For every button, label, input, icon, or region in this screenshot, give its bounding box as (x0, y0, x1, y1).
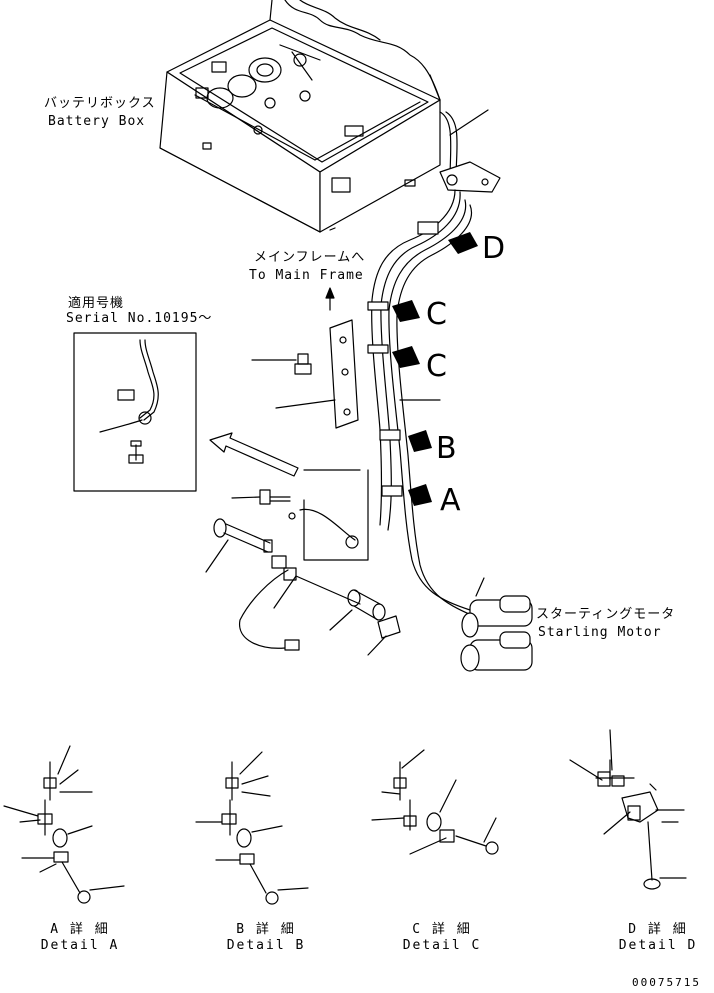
battery-box-label-en: Battery Box (48, 114, 146, 129)
detail-c-title-en: Detail C (402, 938, 482, 953)
view-marker-b: B (436, 431, 457, 466)
drawing-number: 00075715 (632, 976, 701, 989)
starting-motor-label-jp: スターティングモータ (536, 607, 676, 622)
detail-b-title-en: Detail B (226, 938, 306, 953)
detail-c-drawing (371, 749, 499, 855)
detail-a-title-en: Detail A (40, 938, 120, 953)
frame-bracket (251, 287, 359, 429)
detail-a-drawing (3, 745, 125, 904)
detail-b-drawing (195, 751, 309, 905)
view-marker-a: A (440, 483, 461, 518)
pointer-arrow (209, 432, 299, 477)
serial-inset (73, 332, 197, 492)
serial-label-en: Serial No.10195～ (66, 311, 213, 326)
view-arrows (392, 232, 478, 506)
view-marker-d: D (482, 231, 506, 266)
detail-d-title-en: Detail D (618, 938, 698, 953)
detail-a-title-jp: A 詳 細 (50, 922, 110, 937)
detail-d-title-jp: D 詳 細 (628, 922, 688, 937)
detail-c-caption: C 詳 細 Detail C (392, 922, 492, 954)
wiring-harness (367, 109, 501, 619)
main-frame-label-jp: メインフレームへ (254, 250, 366, 265)
view-marker-c-1: C (426, 297, 447, 332)
detail-d-caption: D 詳 細 Detail D (608, 922, 708, 954)
main-frame-label-en: To Main Frame (249, 268, 364, 283)
starting-motor (460, 577, 533, 672)
view-marker-c-2: C (426, 349, 447, 384)
detail-b-caption: B 詳 細 Detail B (216, 922, 316, 954)
starting-motor-label-en: Starling Motor (538, 625, 662, 640)
exploded-parts (205, 469, 401, 656)
detail-b-title-jp: B 詳 細 (236, 922, 296, 937)
serial-label-jp: 適用号機 (68, 296, 125, 311)
detail-c-title-jp: C 詳 細 (412, 922, 472, 937)
detail-d-drawing (569, 729, 687, 890)
battery-box (159, 0, 441, 233)
detail-a-caption: A 詳 細 Detail A (30, 922, 130, 954)
battery-box-label-jp: バッテリボックス (44, 96, 156, 111)
